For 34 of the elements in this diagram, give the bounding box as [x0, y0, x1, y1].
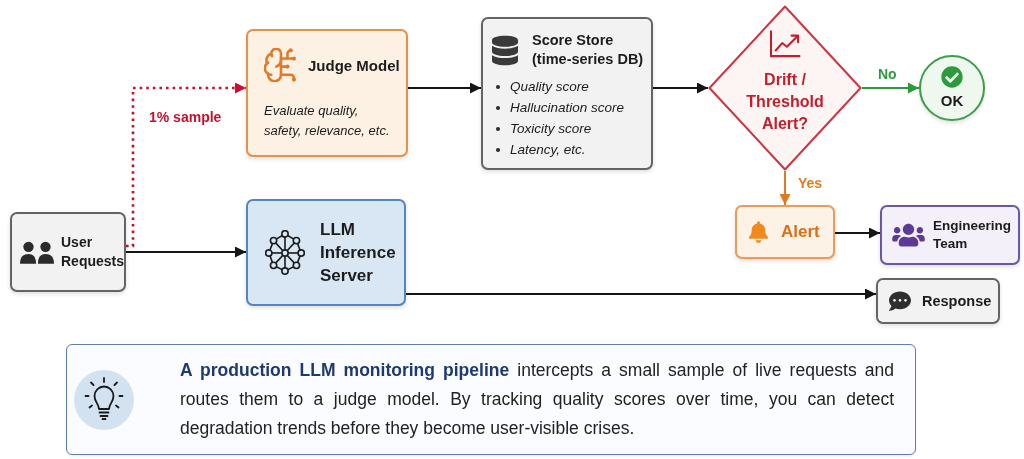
- storage-box: [481, 17, 653, 170]
- output-box: [880, 205, 1020, 265]
- decision-diamond: [708, 5, 862, 171]
- alert-box: [735, 205, 835, 259]
- output-box: [876, 278, 1000, 324]
- node-label: Response: [922, 292, 992, 310]
- arrow: [126, 82, 246, 248]
- arrow: [405, 288, 877, 300]
- node-label: User Requests: [61, 233, 124, 271]
- node-label: Score Store (time-series DB): [532, 31, 645, 69]
- list-item: Toxicity score: [510, 120, 592, 138]
- list-item: Quality score: [510, 78, 589, 96]
- arrow: [779, 170, 791, 206]
- arrow: [125, 246, 247, 258]
- node-description: Evaluate quality, safety, relevance, etc.: [264, 102, 391, 140]
- process-box: [246, 29, 408, 157]
- node-label: LLM Inference Server: [320, 219, 397, 287]
- node-label: Drift / Threshold Alert?: [745, 70, 825, 134]
- note-box: [66, 344, 916, 455]
- arrow: [407, 82, 482, 94]
- node-label: Judge Model: [308, 55, 400, 75]
- input-box: [10, 212, 126, 292]
- node-label: OK: [940, 92, 964, 110]
- note-text: A production LLM monitoring pipeline intercepts a small sample of live requests and routes them to a judge model. By tracking quality scores over time, you can detect degradation trends before they become user-visible crises.: [180, 359, 894, 440]
- arrow: [834, 227, 881, 239]
- edge-label: 1% sample: [147, 109, 224, 126]
- node-label: Engineering Team: [933, 217, 1012, 253]
- arrow: [652, 82, 709, 94]
- list-item: Hallucination score: [510, 99, 625, 117]
- status-circle: [919, 55, 985, 121]
- node-label: Alert: [781, 222, 820, 242]
- arrow: [861, 82, 920, 94]
- list-item: Latency, etc.: [510, 141, 586, 159]
- process-box: [246, 199, 406, 306]
